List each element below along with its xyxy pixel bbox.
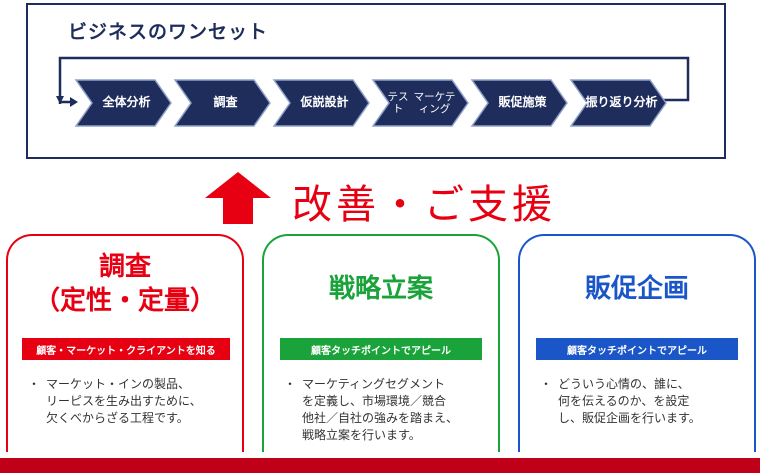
- card-tag: 顧客タッチポイントでアピール: [280, 338, 482, 360]
- card-tag: 顧客タッチポイントでアピール: [536, 338, 738, 360]
- card-title: 戦略立案: [328, 274, 433, 304]
- cycle-loop-line: [56, 56, 690, 104]
- step-label: 振り返り分析: [585, 95, 658, 110]
- step-chevron: [569, 79, 667, 127]
- step-label: 全体分析: [102, 95, 151, 110]
- step-label: テストマーケティング: [387, 90, 456, 115]
- card-text: ・ どういう心情の、誰に、 何を伝えるのか、を設定 し、販促企画を行います。: [540, 377, 701, 425]
- step-chevron: [371, 79, 469, 127]
- card-text: ・ マーケティングセグメント を定義し、市場環境／競合 他社／自社の強みを踏まえ…: [284, 377, 459, 442]
- step-label: 販促施策: [498, 95, 547, 110]
- headline: 改善・ご支援: [292, 182, 556, 228]
- step-label: 仮説設計: [300, 95, 349, 110]
- cycle-entry-arrow: [60, 97, 78, 107]
- step-label: 調査: [213, 95, 238, 110]
- card-tag: 顧客・マーケット・クライアントを知る: [22, 338, 230, 360]
- step-chevron: [74, 79, 172, 127]
- panel-title: ビジネスのワンセット: [68, 21, 269, 43]
- step-chevron: [470, 79, 568, 127]
- step-chevron: [272, 79, 370, 127]
- card-promotion: 販促企画 顧客タッチポイントでアピール ・ どういう心情の、誰に、 何を伝えるの…: [518, 234, 756, 452]
- card-title: 販促企画: [584, 274, 689, 304]
- card-research: 調査 （定性・定量） 顧客・マーケット・クライアントを知る ・ マーケット・イン…: [6, 234, 244, 452]
- card-text: ・ マーケット・インの製品、 リーピスを生み出すために、 欠くべからざる工程です…: [28, 377, 202, 425]
- step-chevron: [173, 79, 271, 127]
- card-strategy: 戦略立案 顧客タッチポイントでアピール ・ マーケティングセグメント を定義し、…: [262, 234, 500, 452]
- up-arrow-icon: [205, 172, 271, 224]
- bottom-bar: [0, 458, 760, 473]
- card-title: 調査 （定性・定量）: [33, 252, 216, 316]
